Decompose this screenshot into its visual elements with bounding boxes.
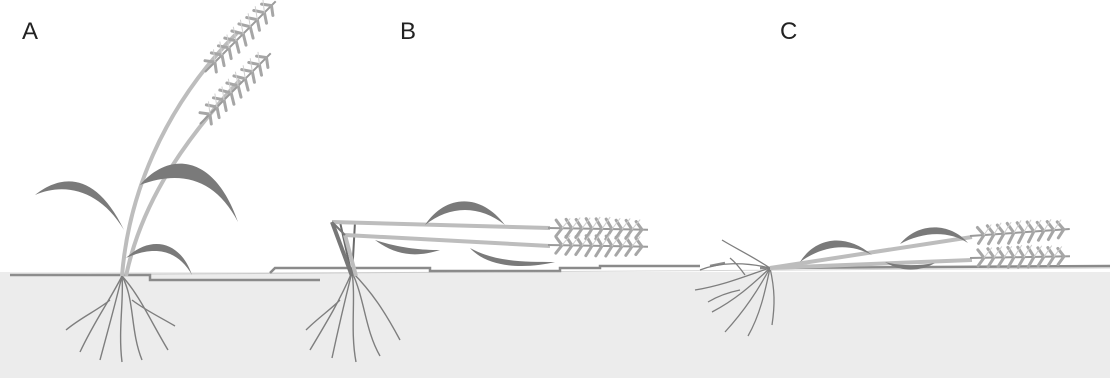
panel-label-b: B <box>400 18 416 46</box>
panel-a-ear-1 <box>197 0 283 79</box>
panel-b-leaf-3 <box>470 248 555 266</box>
panel-b-ear-2 <box>548 233 648 257</box>
panel-b-leaf-1 <box>425 201 505 225</box>
panel-c-ear-1 <box>969 217 1070 246</box>
panel-c-ear-2 <box>970 244 1070 268</box>
panel-label-c: C <box>780 18 797 46</box>
panel-b-leaf-2 <box>375 240 440 254</box>
panel-a-leaf-3 <box>126 244 192 275</box>
panel-a-leaf-1 <box>35 181 124 230</box>
panel-b-stem-1 <box>332 222 550 228</box>
soil <box>0 272 1110 378</box>
panel-label-a: A <box>22 18 38 46</box>
